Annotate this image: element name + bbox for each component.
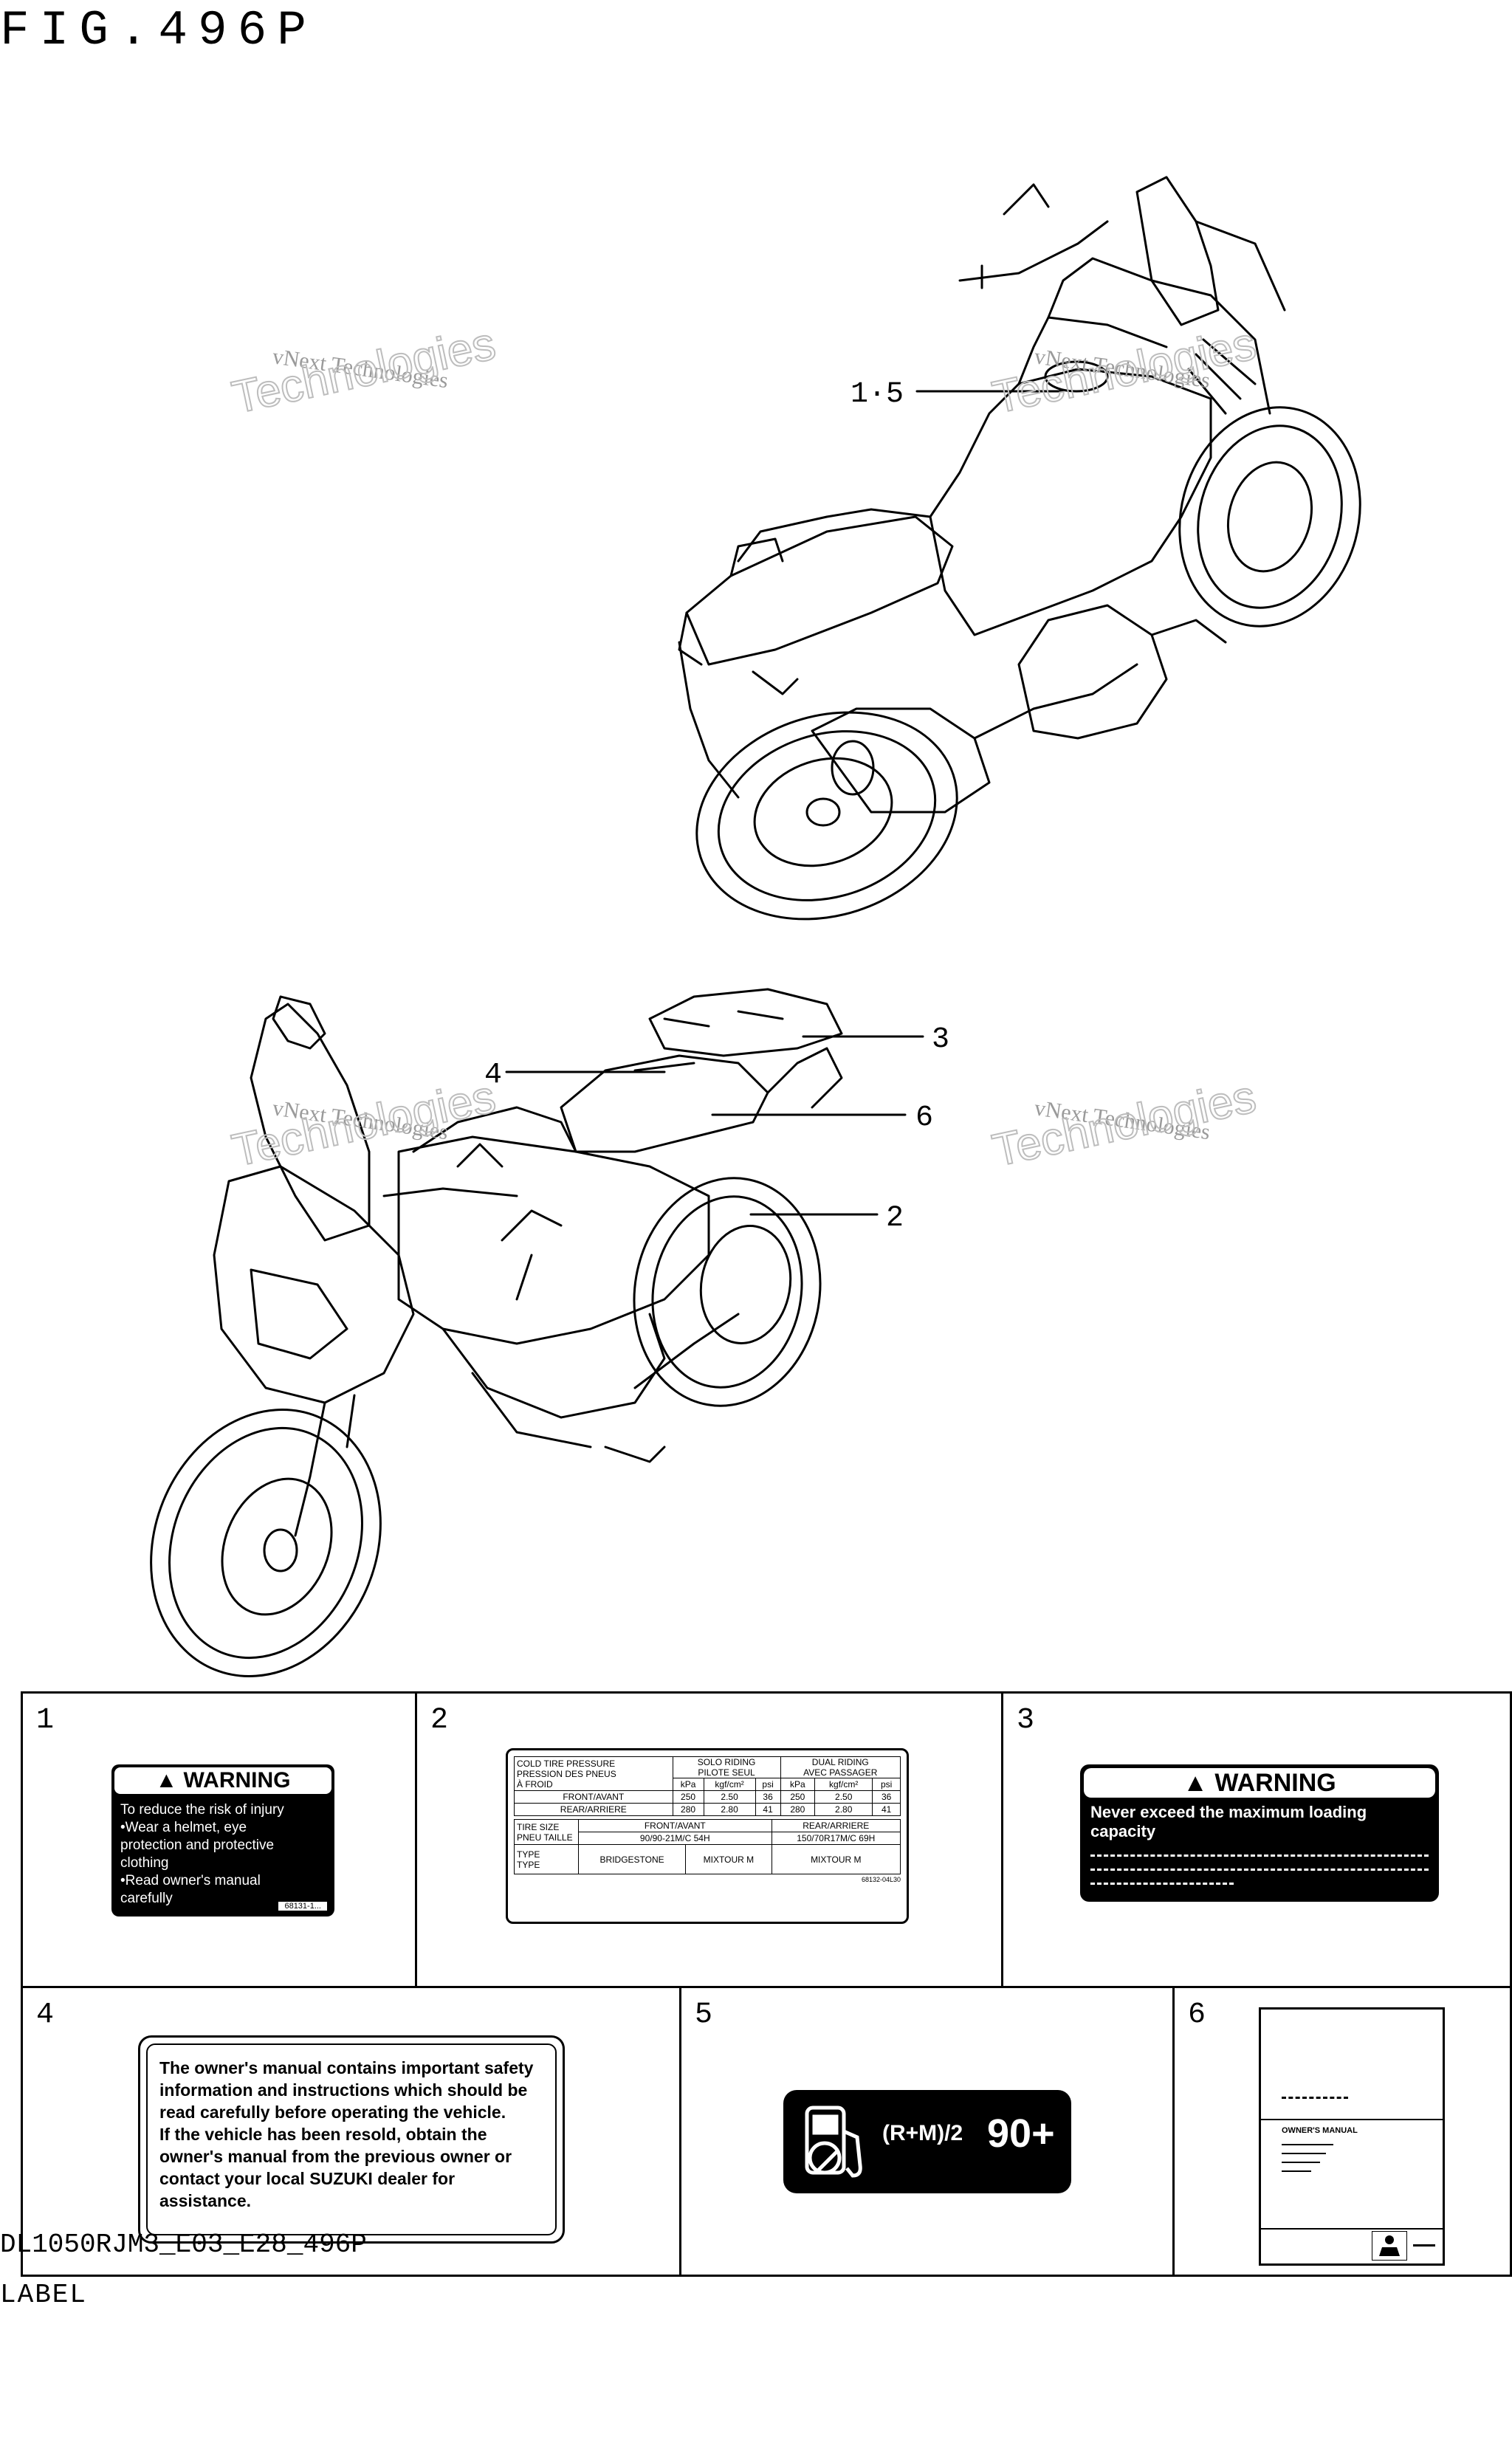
warning-title: ▲ WARNING [114,1767,331,1794]
row-label: REAR/ARRIERE [514,1803,673,1816]
warning-text: To reduce the risk of injury •Wear a hel… [120,1802,284,1906]
table-row: REAR/ARRIERE 280 2.80 41 280 2.80 41 [514,1803,901,1816]
label-cell-6: 6 OWNER'S MANUAL [1172,1986,1512,2277]
cell: 2.50 [703,1790,756,1804]
unit: kPa [780,1778,816,1791]
motorcycle-diagram: 1·5 3 4 6 2 vNext Technologies Technolog… [150,176,1361,1677]
svg-text:Technologies: Technologies [228,318,500,424]
callout-3: 3 [932,1023,949,1056]
label-cell-5: 5 (R+M)/2 90+ [679,1986,1175,2277]
tire-pressure-label: COLD TIRE PRESSURE PRESSION DES PNEUS À … [506,1748,909,1924]
warning-label-loading: ▲ WARNING Never exceed the maximum loadi… [1080,1764,1439,1902]
cell: 41 [872,1803,901,1816]
label-number: 3 [1017,1704,1035,1737]
callout-2: 2 [886,1202,904,1235]
warning-label-helmet: ▲ WARNING To reduce the risk of injury •… [111,1764,334,1917]
front-tire-size: 90/90-21M/C 54H [578,1832,772,1845]
divider [1282,2153,1326,2154]
diagram-label: LABEL [0,2280,88,2310]
label-cell-2: 2 COLD TIRE PRESSURE PRESSION DES PNEUS … [415,1691,1003,1988]
cell: 36 [872,1790,901,1804]
callout-1-5: 1·5 [850,378,904,411]
manual-reader-icon [1372,2231,1407,2261]
cell: 2.80 [814,1803,873,1816]
cell: 250 [780,1790,816,1804]
table-row: FRONT/AVANT 250 2.50 36 250 2.50 36 [514,1790,901,1804]
fuel-pump-icon [805,2105,862,2178]
cell: 280 [672,1803,704,1816]
owners-manual-booklet: OWNER'S MANUAL [1259,2007,1445,2266]
unit: kgf/cm² [703,1778,756,1791]
unit: psi [755,1778,781,1791]
front-tire-type: MIXTOUR M [685,1844,772,1874]
label-number: 6 [1188,1998,1206,2032]
callout-4: 4 [484,1059,502,1092]
part-code: 68132-04L30 [861,1876,901,1883]
tire-size-heading: TIRE SIZE PNEU TAILLE [514,1819,579,1845]
notice-text: The owner's manual contains important sa… [146,2043,557,2235]
label-number: 5 [695,1998,713,2032]
figure-title: FIG.496P [0,3,317,58]
cell: 36 [755,1790,781,1804]
row-label: FRONT/AVANT [514,1790,673,1804]
label-cell-1: 1 ▲ WARNING To reduce the risk of injury… [21,1691,417,1988]
motorcycle-rear-view [678,176,1361,921]
unit: kgf/cm² [814,1778,873,1791]
divider [1282,2144,1333,2145]
part-code: 68131-1... [278,1902,327,1911]
callout-leaders [505,390,1065,1216]
unit: kPa [672,1778,704,1791]
octane-value: 90+ [987,2111,1055,2156]
unit: psi [872,1778,901,1791]
label-number: 2 [430,1704,449,1737]
rear-tire-size: 150/70R17M/C 69H [771,1832,901,1845]
solo-riding-heading: SOLO RIDING PILOTE SEUL [672,1756,781,1778]
manual-title: OWNER'S MANUAL [1282,2126,1358,2135]
fuel-octane-label: (R+M)/2 90+ [783,2090,1071,2193]
rear-heading: REAR/ARRIERE [771,1819,901,1832]
warning-text: Never exceed the maximum loading capacit… [1090,1803,1367,1840]
label-number: 4 [36,1998,55,2032]
cell: 41 [755,1803,781,1816]
divider [1282,2162,1320,2163]
owners-manual-notice-label: The owner's manual contains important sa… [138,2035,565,2244]
divider [1282,2097,1348,2099]
rear-tire-type: MIXTOUR M [771,1844,901,1874]
cell: 250 [672,1790,704,1804]
cell: 2.50 [814,1790,873,1804]
svg-text:Technologies: Technologies [228,1071,500,1177]
divider [1261,2119,1443,2120]
type-heading: TYPE TYPE [514,1844,579,1874]
cell: 280 [780,1803,816,1816]
callout-6: 6 [915,1101,933,1135]
divider [1090,1854,1429,1857]
cold-tire-pressure-heading: COLD TIRE PRESSURE PRESSION DES PNEUS À … [514,1756,673,1791]
divider [1090,1883,1234,1885]
divider [1261,2228,1443,2230]
motorcycle-front-view [150,988,843,1677]
label-cell-4: 4 The owner's manual contains important … [21,1986,681,2277]
divider [1090,1869,1429,1871]
dual-riding-heading: DUAL RIDING AVEC PASSAGER [780,1756,901,1778]
svg-text:Technologies: Technologies [989,1071,1260,1177]
label-number: 1 [36,1704,55,1737]
divider [1413,2244,1435,2247]
cell: 2.80 [703,1803,756,1816]
octane-formula: (R+M)/2 [882,2121,963,2145]
warning-title: ▲ WARNING [1084,1768,1435,1798]
diagram-code: DL1050RJM3_E03_E28_496P [0,2230,367,2260]
label-cell-3: 3 ▲ WARNING Never exceed the maximum loa… [1001,1691,1512,1988]
front-heading: FRONT/AVANT [578,1819,772,1832]
tire-brand: BRIDGESTONE [577,1844,687,1874]
divider [1282,2170,1311,2172]
